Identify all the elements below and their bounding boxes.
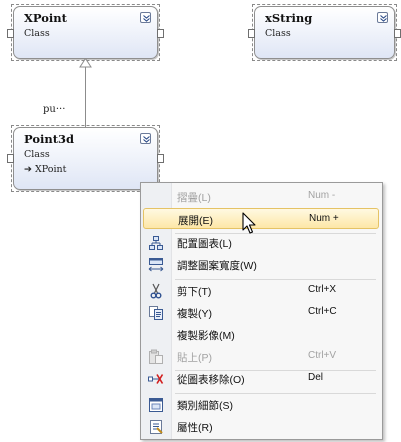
menu-item-copy-image[interactable]: 複製影像(M) xyxy=(143,324,379,345)
inheritance-line[interactable] xyxy=(85,67,86,127)
copy-icon xyxy=(149,306,163,320)
menu-item-adjust-shape-width[interactable]: 調整圖案寬度(W) xyxy=(143,254,379,275)
menu-item-label: 屬性(R) xyxy=(177,422,213,434)
menu-item-label: 複製影像(M) xyxy=(177,330,235,342)
menu-item-copy[interactable]: 複製(Y) Ctrl+C xyxy=(143,302,379,323)
menu-item-label: 配置圖表(L) xyxy=(177,238,232,250)
class-kind: Class xyxy=(265,28,291,39)
menu-item-class-details[interactable]: 類別細節(S) xyxy=(143,394,379,415)
menu-item-shortcut: Ctrl+X xyxy=(308,284,337,295)
menu-item-properties[interactable]: 屬性(R) xyxy=(143,416,379,437)
class-kind: Class xyxy=(24,149,50,160)
resize-handle-left[interactable] xyxy=(248,29,255,38)
menu-item-shortcut: Ctrl+C xyxy=(308,306,337,317)
menu-item-cut[interactable]: 剪下(T) Ctrl+X xyxy=(143,280,379,301)
base-class-name: XPoint xyxy=(34,164,67,175)
class-shape-xpoint[interactable]: XPoint Class xyxy=(7,4,164,61)
menu-separator xyxy=(175,233,376,234)
menu-item-label: 複製(Y) xyxy=(177,308,212,320)
menu-item-collapse[interactable]: 摺疊(L) Num - xyxy=(143,186,379,207)
base-class-row: ➔ XPoint xyxy=(24,164,66,175)
menu-item-label: 剪下(T) xyxy=(177,286,212,298)
menu-separator xyxy=(175,393,376,394)
menu-item-shortcut: Ctrl+V xyxy=(308,350,337,361)
class-name: Point3d xyxy=(24,132,75,146)
class-details-icon xyxy=(149,398,163,412)
class-shape-xstring[interactable]: xString Class xyxy=(248,4,401,61)
expand-chevron-icon[interactable] xyxy=(140,133,151,144)
class-name: xString xyxy=(265,11,313,25)
expand-chevron-icon[interactable] xyxy=(377,12,388,23)
menu-item-expand[interactable]: 展開(E) Num + xyxy=(143,208,379,229)
arrow-right-icon: ➔ xyxy=(24,164,35,175)
paste-icon xyxy=(149,349,163,364)
resize-handle-left[interactable] xyxy=(7,29,14,38)
menu-item-shortcut: Del xyxy=(308,372,324,383)
menu-item-label: 貼上(P) xyxy=(177,352,212,364)
layout-diagram-icon xyxy=(149,236,163,250)
resize-handle-left[interactable] xyxy=(7,154,14,163)
scissors-icon xyxy=(150,283,162,299)
menu-item-layout-diagram[interactable]: 配置圖表(L) xyxy=(143,232,379,253)
menu-item-label: 類別細節(S) xyxy=(177,400,233,412)
menu-item-shortcut: Num + xyxy=(309,213,339,224)
menu-item-label: 摺疊(L) xyxy=(177,192,211,204)
menu-item-label: 調整圖案寬度(W) xyxy=(177,260,257,272)
class-kind: Class xyxy=(24,28,50,39)
connector-label: pu··· xyxy=(43,104,66,115)
menu-separator xyxy=(175,370,376,371)
menu-item-paste[interactable]: 貼上(P) Ctrl+V xyxy=(143,346,379,367)
expand-chevron-icon[interactable] xyxy=(140,12,151,23)
class-shape-point3d[interactable]: Point3d Class ➔ XPoint xyxy=(7,125,164,192)
menu-item-remove-from-diagram[interactable]: 從圖表移除(O) Del xyxy=(143,368,379,389)
remove-from-diagram-icon xyxy=(148,374,164,384)
resize-handle-right[interactable] xyxy=(157,29,164,38)
menu-item-label: 從圖表移除(O) xyxy=(177,374,245,386)
resize-handle-right[interactable] xyxy=(157,154,164,163)
mouse-pointer-icon xyxy=(242,212,256,234)
context-menu: 摺疊(L) Num - 展開(E) Num + 配置圖表(L) 調整圖案寬度(W… xyxy=(140,182,383,440)
class-name: XPoint xyxy=(24,11,67,25)
menu-item-label: 展開(E) xyxy=(178,215,213,227)
menu-item-shortcut: Num - xyxy=(308,190,336,201)
resize-handle-right[interactable] xyxy=(394,29,401,38)
inheritance-arrow-icon xyxy=(79,58,92,68)
properties-icon xyxy=(150,420,163,434)
adjust-width-icon xyxy=(148,258,164,272)
menu-separator xyxy=(175,279,376,280)
